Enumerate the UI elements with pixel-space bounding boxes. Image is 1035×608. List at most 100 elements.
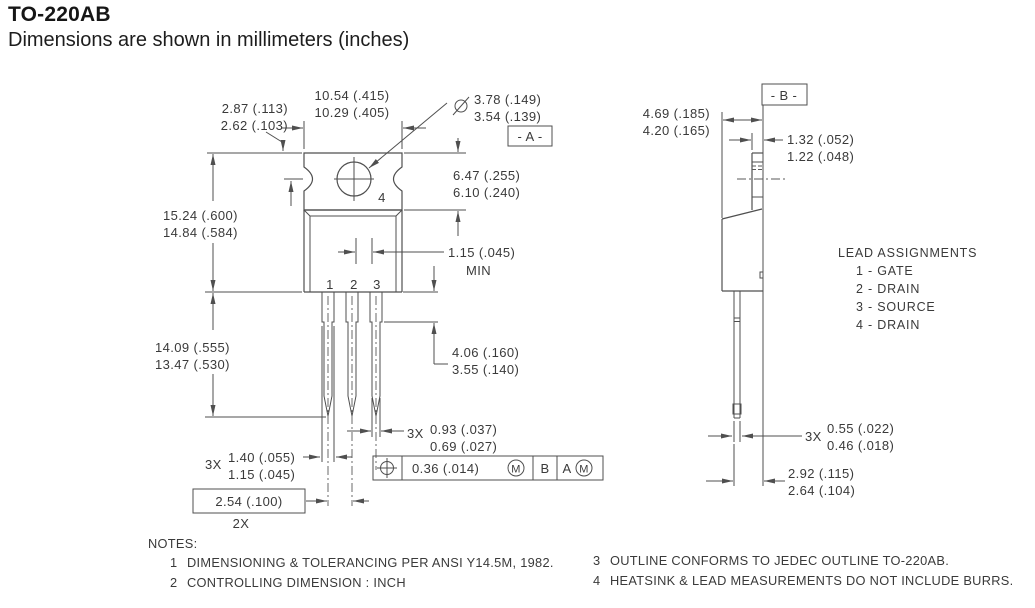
datum-ref-a: A [562,461,571,476]
datum-b-box [761,83,808,106]
dim-qty: 3X [805,429,822,444]
dim-text-in: 1.22 (.048) [787,149,854,164]
dim-qty: 3X [407,426,424,441]
dim-qty: 3X [205,457,222,472]
dim-text-mm: 1.40 (.055) [228,450,295,465]
dim-text-in: 0.69 (.027) [430,439,497,454]
lead-assignments-title: LEAD ASSIGNMENTS [838,246,977,260]
notes-title: NOTES: [148,536,197,551]
dim-lead-pitch: 2.54 (.100) 2X [192,488,369,531]
body-chamfer [721,208,763,220]
dim-text-mm: 4.06 (.160) [452,345,519,360]
dim-text-mm: 4.69 (.185) [643,106,710,121]
dim-text-in: 4.20 (.165) [643,123,710,138]
datum-a-label: - A - [517,129,542,144]
basic-dim-box [192,488,306,514]
dim-lead-width-wide: 3X 1.40 (.055) 1.15 (.045) [205,326,352,482]
page-subtitle: Dimensions are shown in millimeters (inc… [8,29,410,51]
dim-lead-length: 14.09 (.555) 13.47 (.530) [155,293,326,418]
dim-shoulder-length: 4.06 (.160) 3.55 (.140) [384,266,519,377]
dim-tab-thickness: 1.32 (.052) 1.22 (.048) [729,132,854,164]
dim-text-mm: 6.47 (.255) [453,168,520,183]
dim-text-in: 3.54 (.139) [474,109,541,124]
dim-hole-to-top: 2.87 (.113) 2.62 (.103) [221,101,303,206]
datum-b: - B - [761,83,808,106]
pin-3-label: 3 [373,277,381,292]
dim-text-mm: 14.09 (.555) [155,340,230,355]
dim-text-mm: 3.78 (.149) [474,92,541,107]
lead-assignment-item: 4 - DRAIN [856,318,920,332]
dim-qty: 2X [233,516,250,531]
front-view: 1 2 3 4 10.54 (.415) 10.29 (.405) 2.87 (… [155,88,604,531]
tolerance-value: 0.36 (.014) [412,461,479,476]
note-text: HEATSINK & LEAD MEASUREMENTS DO NOT INCL… [610,573,1013,588]
lead-tip-mark [732,403,742,415]
dim-text-mm: 15.24 (.600) [163,208,238,223]
dim-lead-thickness: 3X 0.55 (.022) 0.46 (.018) [708,421,894,453]
diameter-symbol-icon [452,96,470,116]
datum-b-label: - B - [771,88,798,103]
lead-profile [732,291,742,419]
dim-text-in: 3.55 (.140) [452,362,519,377]
pin-4-label: 4 [378,190,386,205]
dim-lead-to-back: 2.92 (.115) 2.64 (.104) [706,444,855,498]
dim-text-in: 10.29 (.405) [315,105,390,120]
dim-tab-width: 10.54 (.415) 10.29 (.405) [281,88,426,149]
material-modifier-icon: M [507,459,525,477]
dim-text-in: 2.64 (.104) [788,483,855,498]
dim-body-height: 15.24 (.600) 14.84 (.584) [163,152,302,293]
note-number: 2 [170,575,177,590]
tolerance-frame: 0.36 (.014) M B A M [372,455,604,481]
pin-2-label: 2 [350,277,358,292]
side-view: - B - 4.69 (.185) 4.20 (.165) [643,83,894,498]
body-profile [721,208,763,292]
pin-1-label: 1 [326,277,334,292]
dim-text-mm: 1.32 (.052) [787,132,854,147]
note-text: OUTLINE CONFORMS TO JEDEC OUTLINE TO-220… [610,553,949,568]
dim-text-mm: 0.55 (.022) [827,421,894,436]
note-number: 3 [593,553,600,568]
datum-a: - A - [507,125,553,147]
dim-text-mm: 2.92 (.115) [788,466,854,481]
body-back-notch [759,271,763,279]
lead-assignment-item: 3 - SOURCE [856,300,936,314]
material-modifier-icon: M [575,459,593,477]
datum-a-box [507,125,553,147]
dim-body-thickness: 4.69 (.185) 4.20 (.165) [643,106,762,138]
diameter-circle [454,99,468,113]
dim-text-in: 2.62 (.103) [221,118,288,133]
dim-hole-diameter: 3.78 (.149) 3.54 (.139) [368,92,541,169]
note-number: 4 [593,573,600,588]
dim-text-min: MIN [466,263,491,278]
dim-text-mm: 10.54 (.415) [315,88,390,103]
dim-text-mm: 2.87 (.113) [222,101,288,116]
lead-2 [345,292,359,506]
dim-lead-width-narrow: 3X 0.93 (.037) 0.69 (.027) [347,398,497,454]
lead-assignment-item: 2 - DRAIN [856,282,920,296]
dim-text-in: 6.10 (.240) [453,185,520,200]
dim-text-in: 13.47 (.530) [155,357,230,372]
dim-tab-to-step: 6.47 (.255) 6.10 (.240) [404,138,520,236]
dim-text-mm: 1.15 (.045) [448,245,515,260]
modifier-circle [575,459,593,477]
lead-1 [321,292,335,506]
leader-line [265,131,283,143]
note-text: CONTROLLING DIMENSION : INCH [187,575,406,590]
page-title: TO-220AB [8,3,111,26]
tolerance-frame-box [372,455,604,481]
dim-text-in: 1.15 (.045) [228,467,295,482]
lead-assignments: LEAD ASSIGNMENTS 1 - GATE 2 - DRAIN 3 - … [838,246,977,332]
dim-text-in: 14.84 (.584) [163,225,238,240]
dim-lead-gap: 1.15 (.045) MIN [338,238,515,278]
diameter-slash [452,96,470,116]
dim-text-in: 0.46 (.018) [827,438,894,453]
dim-text: 2.54 (.100) [215,494,282,509]
note-number: 1 [170,555,177,570]
position-tolerance-icon [377,458,397,478]
tab-profile [737,152,786,210]
notes: NOTES: 1 DIMENSIONING & TOLERANCING PER … [148,536,1013,590]
body-chamfer-right [395,209,403,217]
modifier-letter: M [511,464,521,476]
